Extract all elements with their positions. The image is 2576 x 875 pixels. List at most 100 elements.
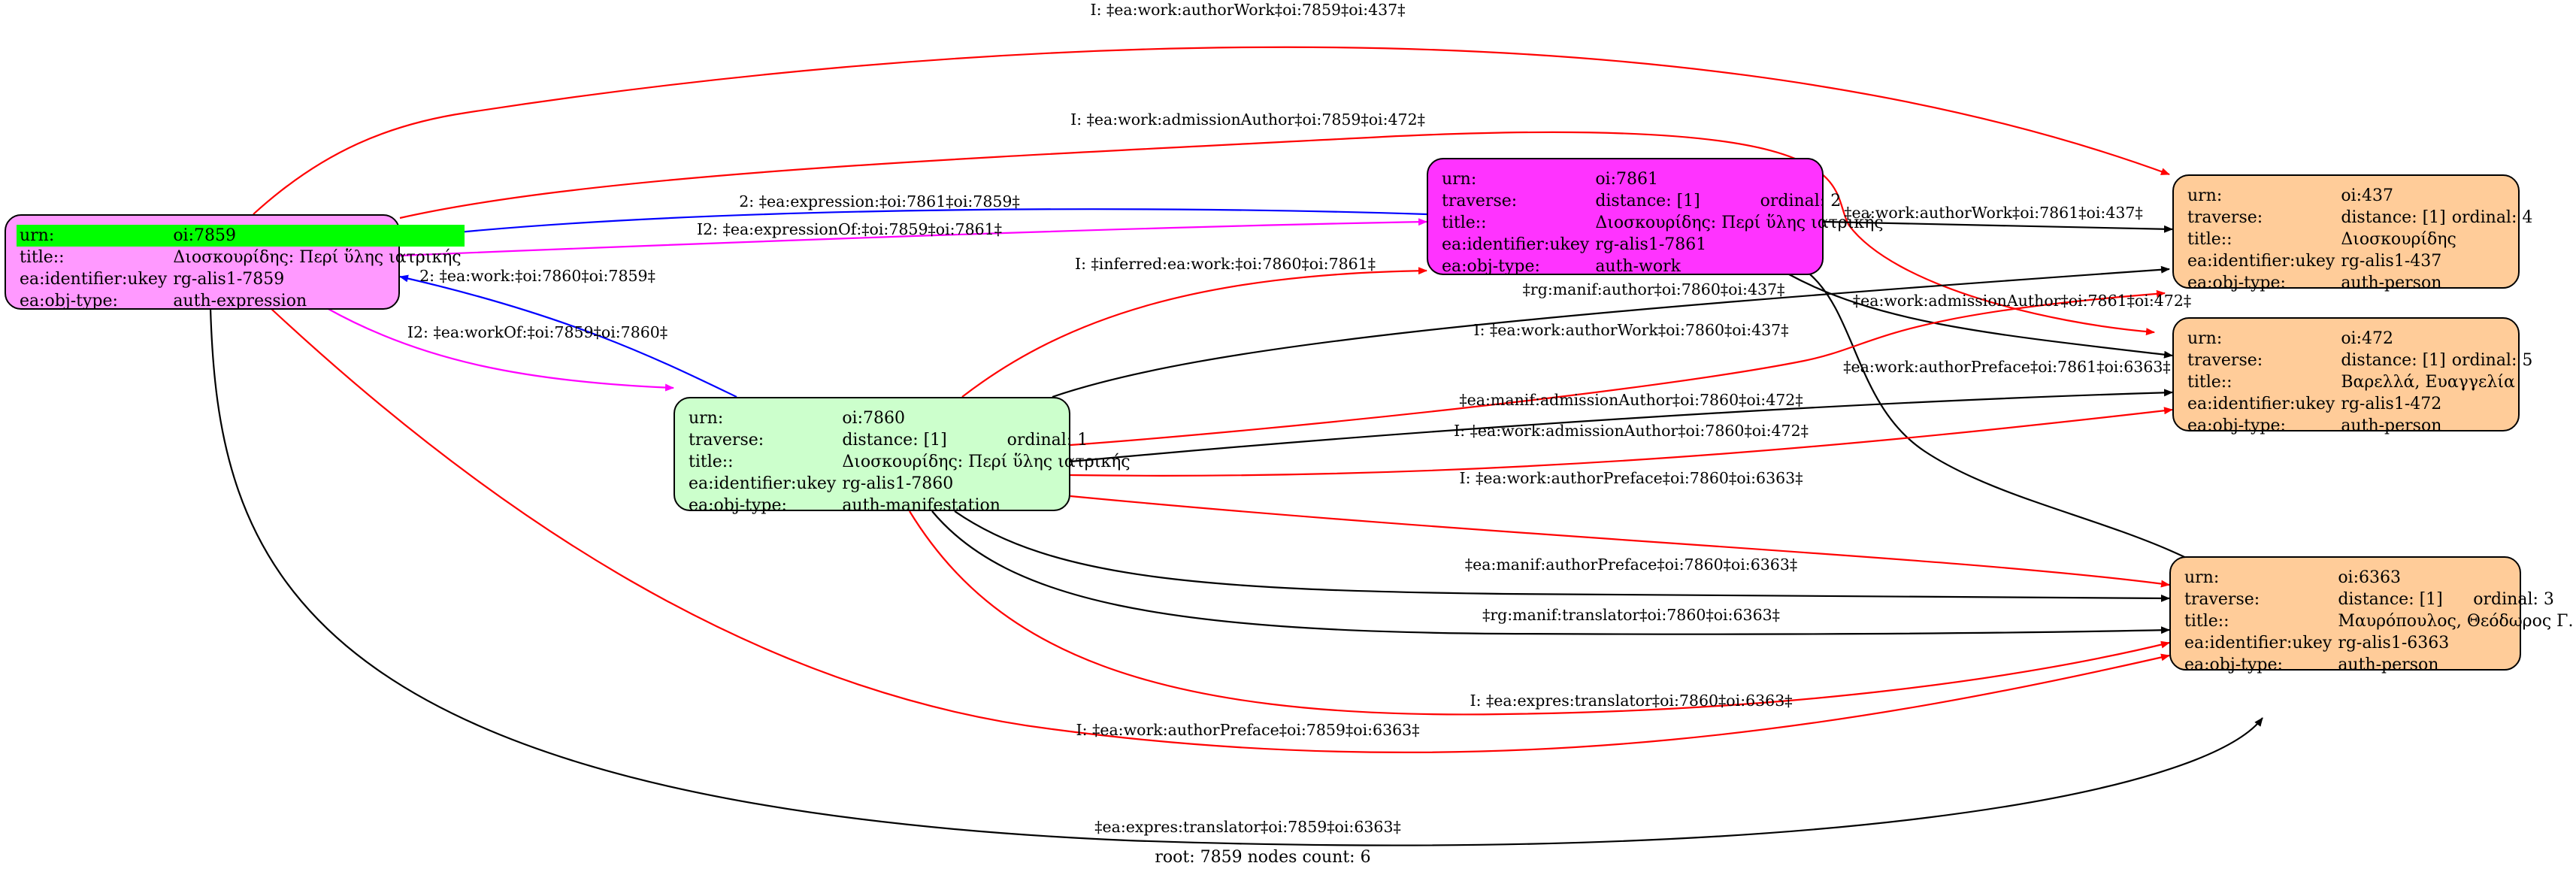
node-field-value: distance: [1] xyxy=(2341,208,2446,227)
node-field-value: auth-person xyxy=(2341,416,2442,435)
node-person-437[interactable]: urn: oi:437 traverse: distance: [1] ordinal… xyxy=(2172,174,2532,292)
edge-label-e13: ‡ea:manif:admissionAuthor‡oi:7860‡oi:472… xyxy=(1459,391,1803,409)
node-field-key: title:: xyxy=(689,453,734,471)
node-field-key: ea:obj-type: xyxy=(2187,416,2286,435)
node-field-key: traverse: xyxy=(2184,590,2260,609)
node-person-472[interactable]: urn: oi:472 traverse: distance: [1] ordinal… xyxy=(2172,317,2532,435)
node-field-value: rg-alis1-437 xyxy=(2341,252,2442,271)
node-field-value: rg-alis1-7861 xyxy=(1595,235,1707,254)
node-field-key: urn: xyxy=(2187,329,2223,348)
node-field-key: traverse: xyxy=(2187,351,2263,370)
edge-label-e19: I: ‡ea:work:authorPreface‡oi:7859‡oi:636… xyxy=(1076,721,1420,739)
node-field-value: rg-alis1-7860 xyxy=(842,474,954,493)
node-field-key: ea:identifier:ukey xyxy=(2184,634,2332,652)
node-field-value: distance: [1] xyxy=(842,431,947,450)
edge-label-e6: I2: ‡ea:workOf:‡oi:7859‡oi:7860‡ xyxy=(407,323,667,341)
graph-footer: root: 7859 nodes count: 6 xyxy=(1155,848,1371,867)
edge-e9 xyxy=(1788,274,2173,359)
edge-e2 xyxy=(399,131,2155,336)
edge-label-e10: ‡ea:work:authorPreface‡oi:7861‡oi:6363‡ xyxy=(1843,358,2170,376)
node-field-value: rg-alis1-7859 xyxy=(173,270,285,289)
edge-e1 xyxy=(253,46,2170,215)
node-field-value: auth-expression xyxy=(173,292,307,310)
node-field-ordinal: ordinal: 5 xyxy=(2451,351,2533,370)
node-field-key: ea:identifier:ukey xyxy=(689,474,837,493)
edge-e17 xyxy=(931,510,2170,635)
node-field-value: auth-work xyxy=(1595,257,1681,276)
node-field-key: urn: xyxy=(2184,568,2220,587)
edge-label-e12: I: ‡ea:work:authorWork‡oi:7860‡oi:437‡ xyxy=(1474,321,1789,339)
node-field-value: rg-alis1-6363 xyxy=(2338,634,2450,652)
node-field-key: ea:obj-type: xyxy=(2184,655,2283,674)
edge-label-e2: I: ‡ea:work:admissionAuthor‡oi:7859‡oi:4… xyxy=(1070,111,1425,129)
node-root-7859[interactable]: urn:oi:7859 title::Διοσκουρίδης: Περί ὕλ… xyxy=(5,214,465,310)
edge-label-e20: ‡ea:expres:translator‡oi:7859‡oi:6363‡ xyxy=(1094,818,1401,836)
node-person-6363[interactable]: urn: oi:6363 traverse: distance: [1] ordina… xyxy=(2169,556,2573,674)
edge-label-e4: I2: ‡ea:expressionOf:‡oi:7859‡oi:7861‡ xyxy=(697,220,1002,238)
node-field-key: ea:identifier:ukey xyxy=(1442,235,1590,254)
edge-label-e8: ‡ea:work:authorWork‡oi:7861‡oi:437‡ xyxy=(1844,204,2142,222)
node-field-key: urn: xyxy=(2187,186,2223,205)
node-field-key: title:: xyxy=(2187,230,2232,249)
node-field-value: auth-manifestation xyxy=(842,496,1000,515)
edge-e14 xyxy=(1070,407,2173,477)
node-field-value: distance: [1] xyxy=(2338,590,2443,609)
edge-e6 xyxy=(326,307,674,392)
node-field-value: oi:472 xyxy=(2341,329,2393,348)
node-field-value: oi:7861 xyxy=(1595,170,1658,189)
edge-e19 xyxy=(270,307,2170,754)
node-field-key: ea:obj-type: xyxy=(1442,257,1540,276)
node-field-key: urn: xyxy=(17,225,171,247)
node-field-value: oi:6363 xyxy=(2338,568,2401,587)
node-field-ordinal: ordinal: 3 xyxy=(2473,590,2554,609)
node-field-ordinal: ordinal: 4 xyxy=(2451,208,2533,227)
node-field-ordinal: ordinal: 1 xyxy=(1006,431,1088,450)
node-manifestation-7860[interactable]: urn:oi:7860 traverse:distance: [1]ordina… xyxy=(674,397,1131,515)
node-field-key: traverse: xyxy=(2187,208,2263,227)
node-field-value: Διοσκουρίδης: Περί ὕλης ιατρικής xyxy=(842,453,1131,471)
edge-label-e14: I: ‡ea:work:admissionAuthor‡oi:7860‡oi:4… xyxy=(1454,422,1809,440)
edge-e7 xyxy=(961,267,1427,398)
node-field-key: title:: xyxy=(1442,213,1487,232)
node-field-key: ea:obj-type: xyxy=(689,496,787,515)
edge-e12 xyxy=(1070,289,2166,447)
edge-e16 xyxy=(954,510,2170,602)
edge-label-e18: I: ‡ea:expres:translator‡oi:7860‡oi:6363… xyxy=(1470,692,1792,710)
edge-label-e17: ‡rg:manif:translator‡oi:7860‡oi:6363‡ xyxy=(1482,606,1780,624)
node-field-key: ea:identifier:ukey xyxy=(2187,252,2335,271)
edge-e15 xyxy=(1070,495,2170,588)
edge-label-e5: 2: ‡ea:work:‡oi:7860‡oi:7859‡ xyxy=(419,267,655,285)
edge-label-e9: ‡ea:work:admissionAuthor‡oi:7861‡oi:472‡ xyxy=(1853,292,2191,310)
node-field-value: Βαρελλά, Ευαγγελία xyxy=(2341,373,2515,392)
node-field-ordinal: ordinal: 2 xyxy=(1760,192,1842,210)
node-field-value: Διοσκουρίδης: Περί ὕλης ιατρικής xyxy=(173,248,462,267)
node-field-key: traverse: xyxy=(1442,192,1518,210)
node-field-value: Διοσκουρίδης: Περί ὕλης ιατρικής xyxy=(1595,213,1884,232)
node-field-value: distance: [1] xyxy=(2341,351,2446,370)
node-field-key: traverse: xyxy=(689,431,764,450)
node-work-7861[interactable]: urn:oi:7861 traverse:distance: [1]ordina… xyxy=(1427,158,1884,276)
edge-e3 xyxy=(399,208,1427,241)
node-field-key: title:: xyxy=(20,248,65,267)
edge-e8 xyxy=(1823,220,2173,233)
node-field-value: Μαυρόπουλος, Θεόδωρος Γ. xyxy=(2338,612,2574,631)
node-field-value: rg-alis1-472 xyxy=(2341,395,2442,413)
edge-e20 xyxy=(209,307,2263,846)
node-field-key: ea:obj-type: xyxy=(20,292,118,310)
edge-label-e15: I: ‡ea:work:authorPreface‡oi:7860‡oi:636… xyxy=(1460,469,1803,487)
node-field-key: ea:identifier:ukey xyxy=(2187,395,2335,413)
edge-label-e11: ‡rg:manif:author‡oi:7860‡oi:437‡ xyxy=(1523,280,1785,298)
edge-e18 xyxy=(909,510,2170,716)
edge-e11 xyxy=(1052,265,2170,398)
node-field-key: title:: xyxy=(2184,612,2229,631)
node-field-value: oi:437 xyxy=(2341,186,2393,205)
edge-label-e16: ‡ea:manif:authorPreface‡oi:7860‡oi:6363‡ xyxy=(1465,556,1797,574)
edge-label-e7: I: ‡inferred:ea:work:‡oi:7860‡oi:7861‡ xyxy=(1075,255,1376,273)
node-field-value: oi:7859 xyxy=(170,225,465,247)
edge-e13 xyxy=(1070,389,2173,463)
node-field-value: Διοσκουρίδης xyxy=(2341,230,2456,249)
node-field-value: auth-person xyxy=(2341,274,2442,292)
edge-label-e3: 2: ‡ea:expression:‡oi:7861‡oi:7859‡ xyxy=(739,192,1019,210)
node-field-value: auth-person xyxy=(2338,655,2439,674)
